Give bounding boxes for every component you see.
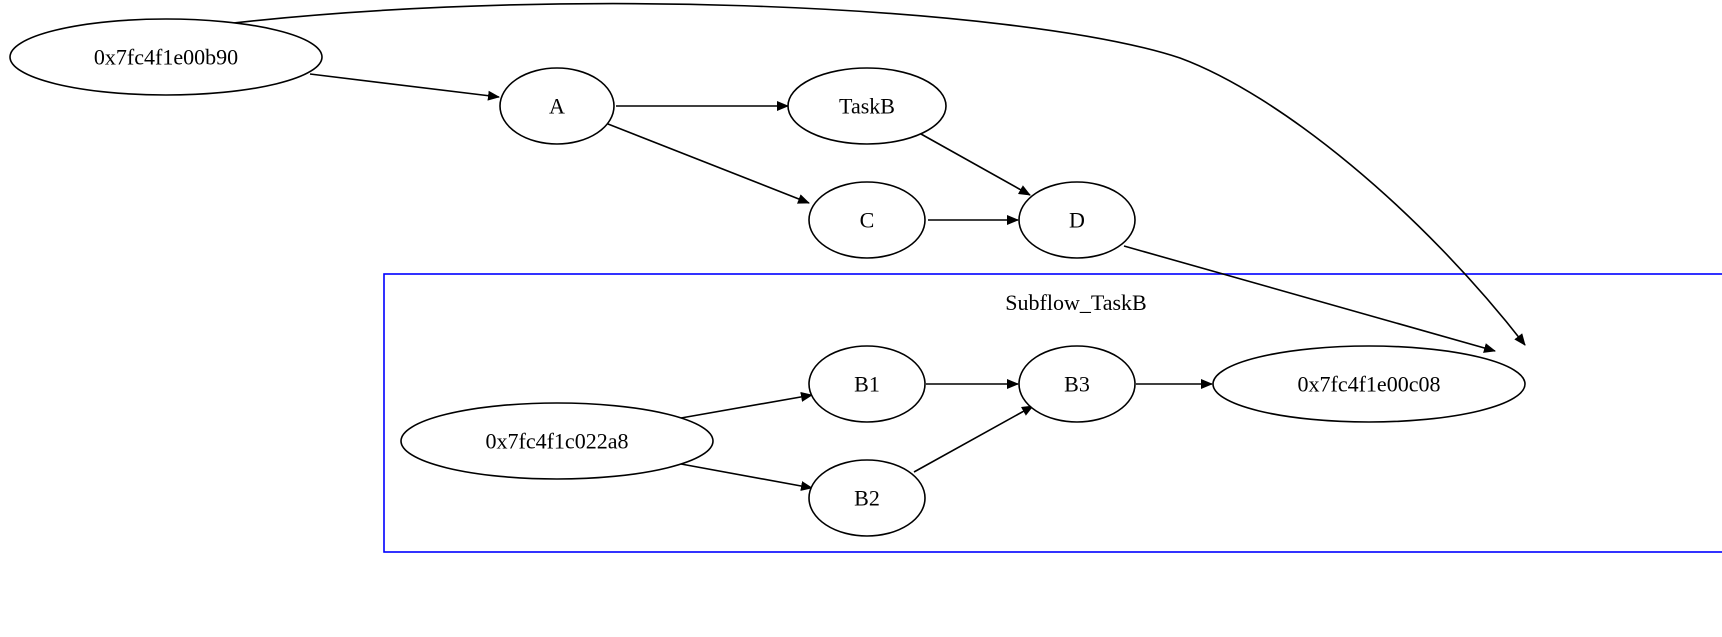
node-label: 0x7fc4f1e00b90 bbox=[94, 45, 238, 70]
cluster-label: Subflow_TaskB bbox=[1005, 290, 1146, 315]
node-label: A bbox=[549, 94, 565, 119]
node-shape bbox=[808, 345, 926, 423]
node-shape bbox=[808, 181, 926, 259]
edge-0x7fc4f1c022a8-to-b1 bbox=[680, 391, 813, 419]
node-shape bbox=[400, 402, 714, 480]
node-b3[interactable]: B3 bbox=[1018, 345, 1136, 423]
edges bbox=[154, 2, 1526, 491]
node-a[interactable]: A bbox=[499, 67, 615, 145]
node-shape bbox=[1018, 181, 1136, 259]
node-label: C bbox=[860, 208, 875, 233]
node-shape bbox=[808, 459, 926, 537]
node-label: B2 bbox=[854, 486, 880, 511]
edge-taskb-to-d bbox=[920, 133, 1031, 196]
node-shape bbox=[1018, 345, 1136, 423]
node-label: TaskB bbox=[839, 94, 895, 119]
node-b2[interactable]: B2 bbox=[808, 459, 926, 537]
edge-0x7fc4f1e00b90-to-a bbox=[309, 73, 500, 101]
node-label: 0x7fc4f1e00c08 bbox=[1298, 372, 1441, 397]
node-0x7fc4f1e00b90[interactable]: 0x7fc4f1e00b90 bbox=[9, 18, 323, 96]
node-label: 0x7fc4f1c022a8 bbox=[486, 429, 629, 454]
edge-b2-to-b3 bbox=[913, 405, 1034, 473]
cluster-border bbox=[383, 273, 1722, 553]
edge-d-to-0x7fc4f1e00c08 bbox=[1123, 245, 1496, 353]
edge-0x7fc4f1c022a8-to-b2 bbox=[680, 463, 813, 491]
node-label: D bbox=[1069, 208, 1085, 233]
node-shape bbox=[499, 67, 615, 145]
nodes: 0x7fc4f1e00b90 A TaskB C D 0x7fc4f1e00c0… bbox=[9, 18, 1526, 537]
cluster-subflow-taskb: Subflow_TaskB bbox=[383, 273, 1722, 553]
node-taskb[interactable]: TaskB bbox=[787, 67, 947, 145]
node-0x7fc4f1e00c08[interactable]: 0x7fc4f1e00c08 bbox=[1212, 345, 1526, 423]
node-shape bbox=[787, 67, 947, 145]
node-label: B3 bbox=[1064, 372, 1090, 397]
node-label: B1 bbox=[854, 372, 880, 397]
node-c[interactable]: C bbox=[808, 181, 926, 259]
edge-0x7fc4f1e00b90-to-0x7fc4f1e00c08 bbox=[154, 2, 1526, 346]
node-0x7fc4f1c022a8[interactable]: 0x7fc4f1c022a8 bbox=[400, 402, 714, 480]
node-d[interactable]: D bbox=[1018, 181, 1136, 259]
edge-a-to-c bbox=[607, 123, 810, 204]
node-shape bbox=[9, 18, 323, 96]
node-b1[interactable]: B1 bbox=[808, 345, 926, 423]
node-shape bbox=[1212, 345, 1526, 423]
